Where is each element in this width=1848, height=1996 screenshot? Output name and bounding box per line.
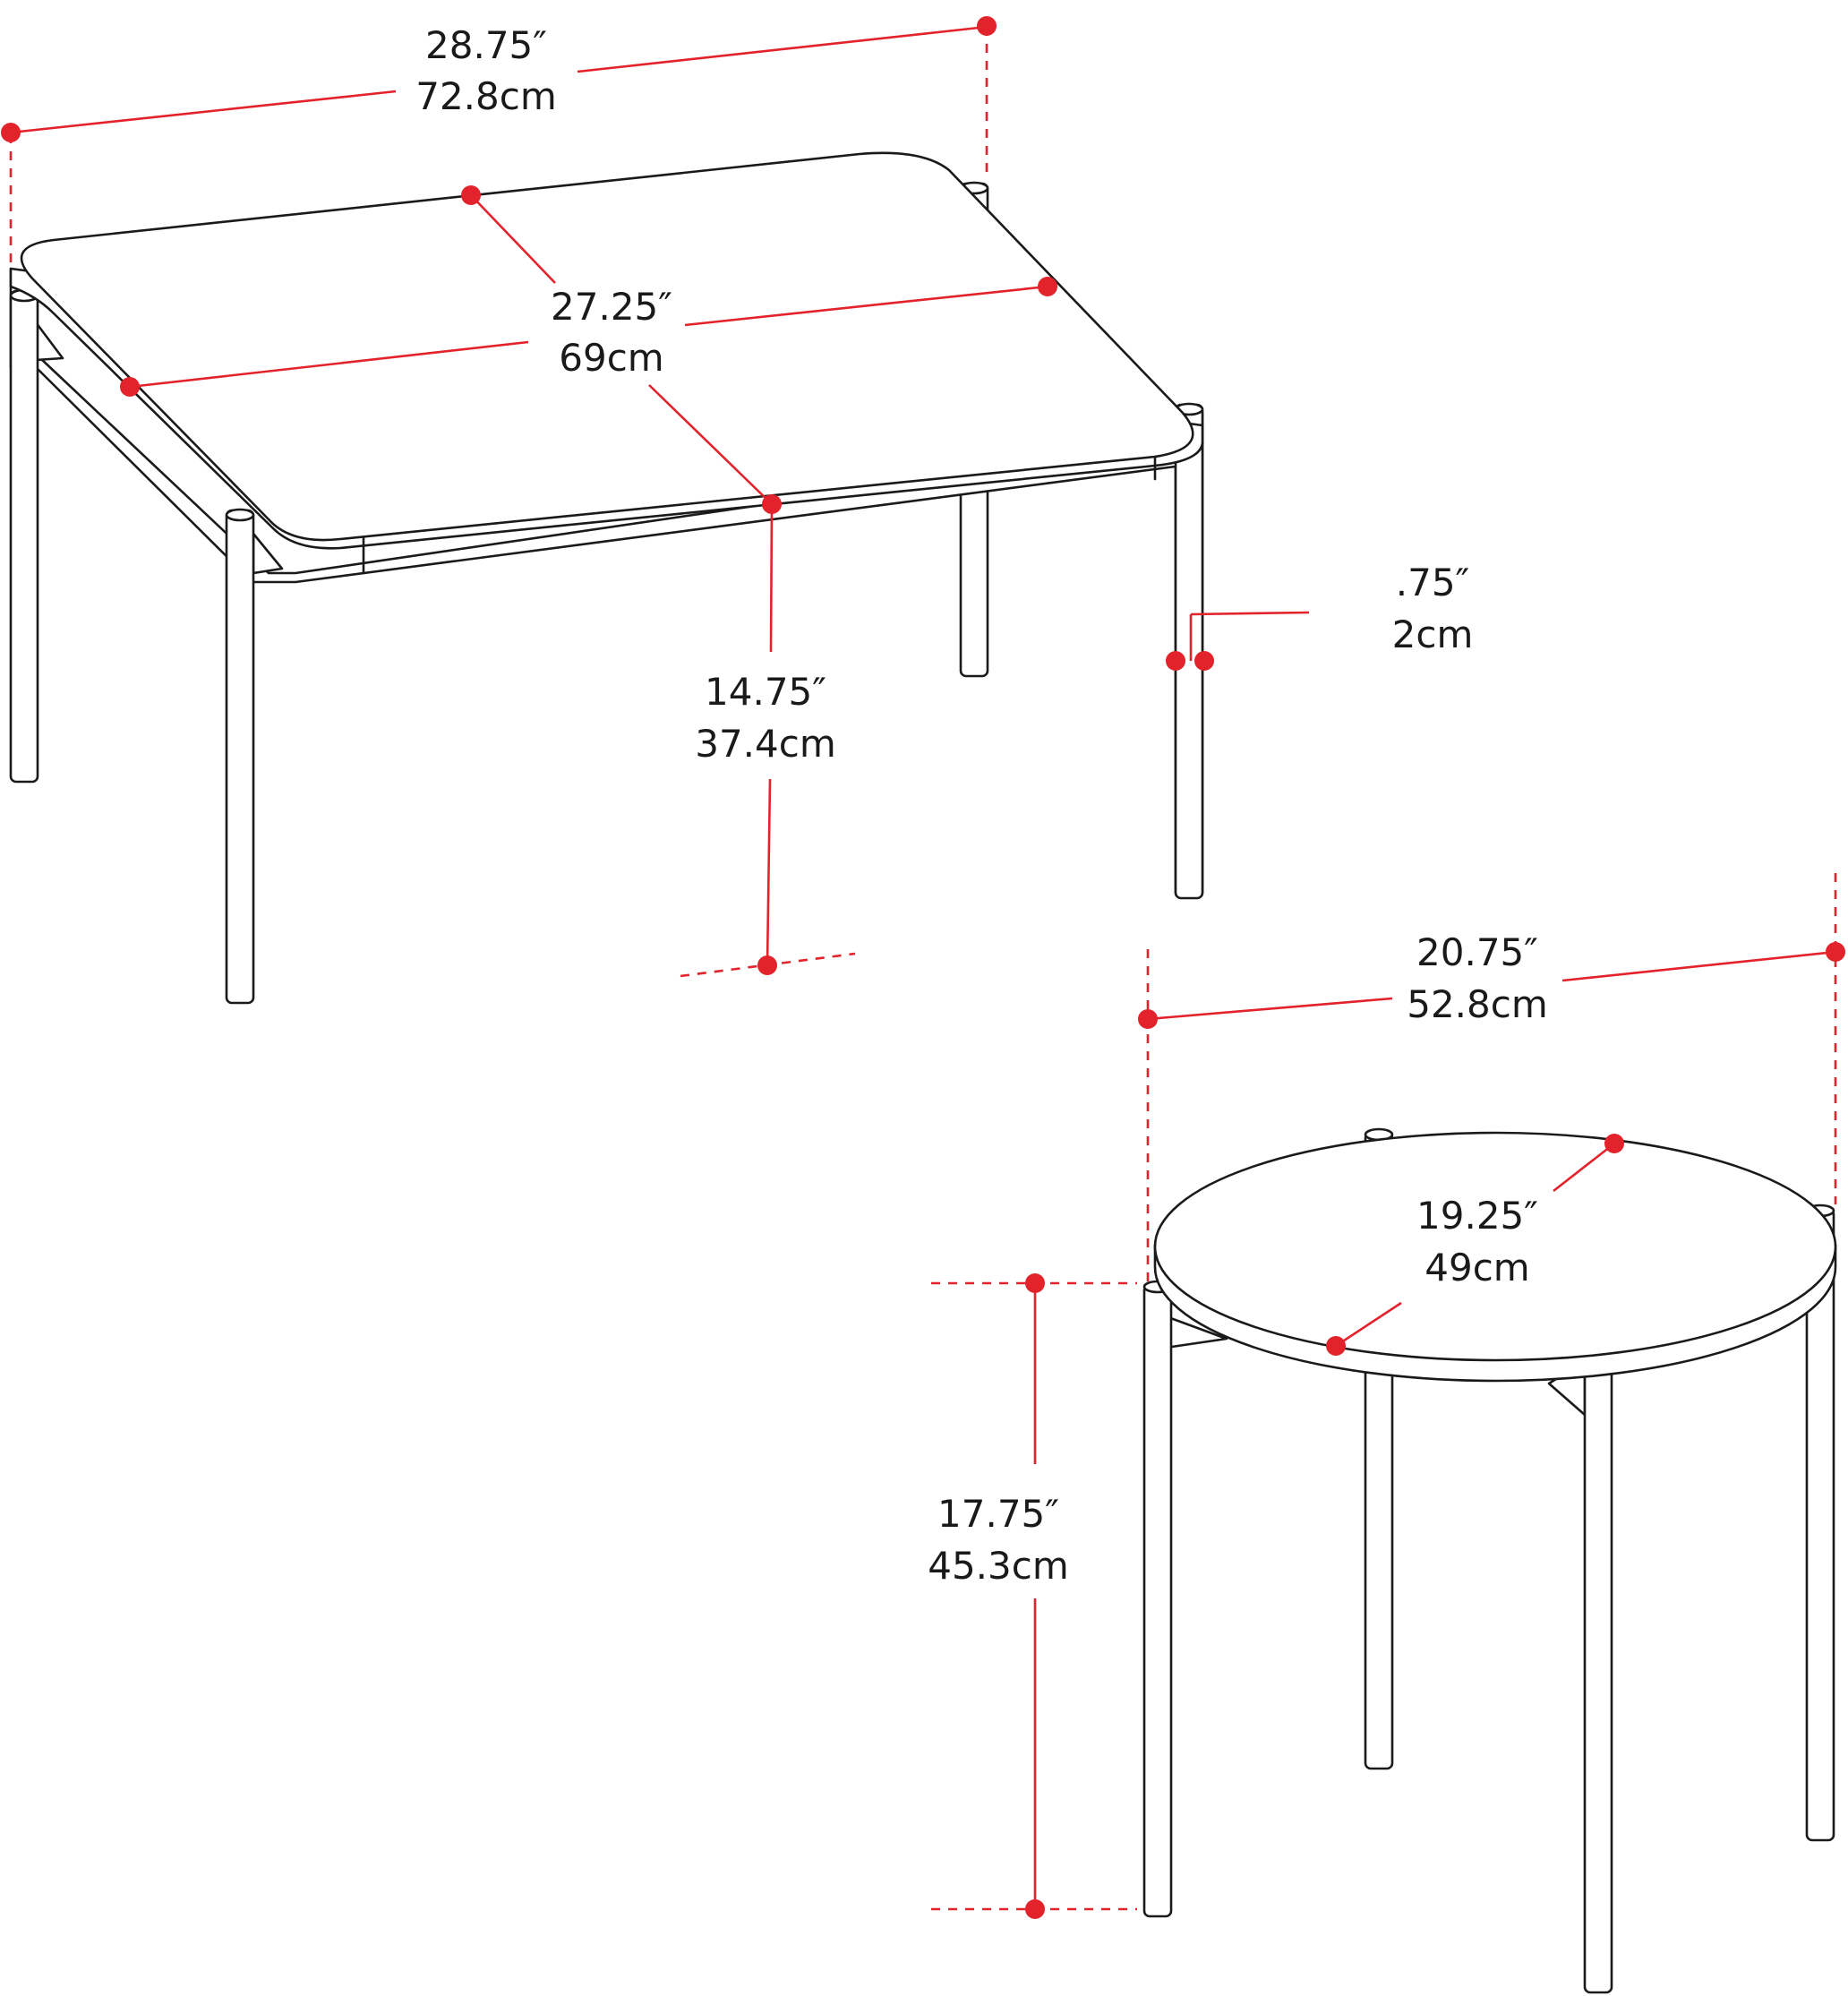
label-small-diameter: 19.25″ 49cm <box>1416 1194 1538 1289</box>
label-small-diameter-imperial: 19.25″ <box>1416 1194 1538 1238</box>
dim-large-height <box>680 503 856 978</box>
label-small-width-imperial: 20.75″ <box>1416 930 1538 974</box>
label-large-width: 28.75″ 72.8cm <box>415 23 557 118</box>
label-top-thickness-imperial: .75″ <box>1396 561 1469 604</box>
label-large-depth-imperial: 27.25″ <box>551 285 672 329</box>
label-top-thickness: .75″ 2cm <box>1392 561 1474 656</box>
dim-large-width <box>1 16 997 264</box>
label-large-depth-metric: 69cm <box>559 336 663 380</box>
small-table-top-surface <box>1153 1131 1837 1362</box>
small-table-front-legs <box>1142 1283 1613 1994</box>
label-large-height-imperial: 14.75″ <box>705 670 826 714</box>
label-large-depth: 27.25″ 69cm <box>551 285 672 380</box>
label-large-width-metric: 72.8cm <box>415 74 557 118</box>
label-small-height: 17.75″ 45.3cm <box>928 1492 1069 1588</box>
label-top-thickness-metric: 2cm <box>1392 613 1474 656</box>
label-small-width: 20.75″ 52.8cm <box>1407 930 1548 1026</box>
small-round-table <box>1142 1127 1837 1994</box>
label-small-width-metric: 52.8cm <box>1407 982 1548 1026</box>
label-small-height-imperial: 17.75″ <box>937 1492 1059 1536</box>
label-large-height-metric: 37.4cm <box>695 722 836 766</box>
dim-top-thickness <box>1166 611 1310 671</box>
large-square-table <box>9 151 1204 1005</box>
label-large-width-imperial: 28.75″ <box>425 23 547 67</box>
label-small-height-metric: 45.3cm <box>928 1544 1069 1588</box>
dim-small-height <box>931 1273 1137 1919</box>
dim-large-depth <box>120 185 1057 514</box>
label-small-diameter-metric: 49cm <box>1424 1246 1529 1289</box>
dim-small-width <box>1138 873 1845 1289</box>
label-large-height: 14.75″ 37.4cm <box>695 670 836 766</box>
dim-small-diameter <box>1326 1134 1624 1356</box>
